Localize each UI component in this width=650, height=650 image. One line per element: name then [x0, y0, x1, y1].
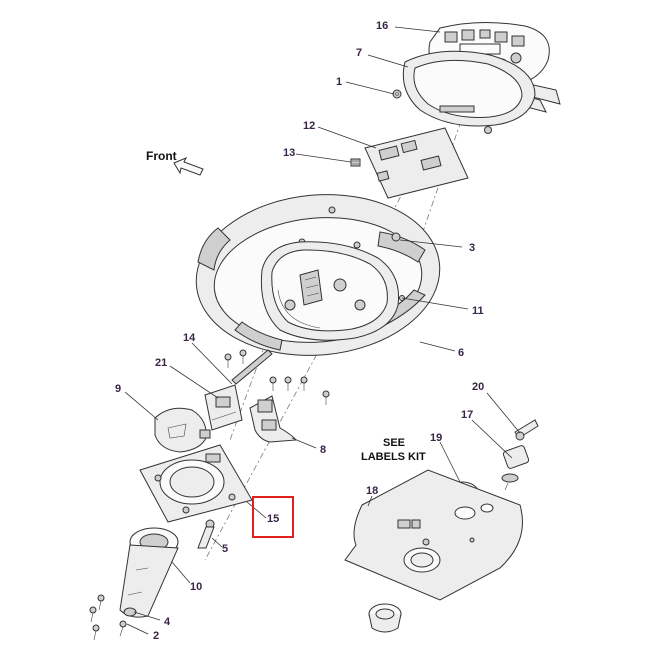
- callout-20: 20: [472, 381, 484, 393]
- part-1-screw-b: [484, 126, 492, 134]
- bottom-grommet: [368, 603, 402, 633]
- callout-5: 5: [222, 543, 228, 555]
- part-3-nut: [391, 232, 401, 242]
- callout-numbers: 16 7 1 12 13 3 11 6 14 21 9 8 15 5 10 4 …: [115, 20, 484, 642]
- callout-2: 2: [153, 630, 159, 642]
- highlight-box: [252, 496, 294, 538]
- lower-bolts: [89, 594, 105, 641]
- callout-16: 16: [376, 20, 388, 32]
- callout-7: 7: [356, 47, 362, 59]
- callout-4: 4: [164, 616, 171, 628]
- see-labels-kit-line1: SEE: [383, 437, 405, 449]
- part-10-steering-column: [119, 527, 179, 618]
- part-8-switch: [249, 395, 297, 443]
- callout-6: 6: [458, 347, 464, 359]
- callout-9: 9: [115, 383, 121, 395]
- screws-cluster: [224, 349, 330, 405]
- callout-21: 21: [155, 357, 167, 369]
- callout-13: 13: [283, 147, 295, 159]
- part-12-circuit-board: [364, 127, 469, 199]
- callout-19: 19: [430, 432, 442, 444]
- part-21-switch: [204, 384, 243, 431]
- callout-15: 15: [267, 513, 279, 525]
- callout-14: 14: [183, 332, 196, 344]
- callout-8: 8: [320, 444, 326, 456]
- callout-17: 17: [461, 409, 473, 421]
- callout-10: 10: [190, 581, 202, 593]
- part-1-screw: [392, 89, 402, 99]
- front-arrow-icon: [173, 157, 204, 176]
- part-11-hub-housing: [260, 241, 405, 341]
- part-4-washer: [123, 607, 137, 617]
- part-15-hub-plate: [139, 444, 253, 523]
- part-7-bezel: [402, 50, 536, 127]
- callout-1: 1: [336, 76, 342, 88]
- front-label: Front: [146, 149, 177, 163]
- callout-18: 18: [366, 485, 378, 497]
- callout-11: 11: [472, 305, 484, 317]
- part-5-bolt: [197, 519, 215, 549]
- part-17-ignition-switch: [501, 445, 530, 491]
- part-13-connector: [350, 158, 361, 167]
- part-9-switch: [154, 407, 211, 453]
- part-2-bolt: [119, 620, 127, 637]
- part-18-panel: [344, 469, 523, 601]
- see-labels-kit-line2: LABELS KIT: [361, 451, 426, 463]
- callout-12: 12: [303, 120, 315, 132]
- callout-3: 3: [469, 242, 475, 254]
- leader-lines: [124, 26, 521, 635]
- part-20-key: [514, 419, 539, 441]
